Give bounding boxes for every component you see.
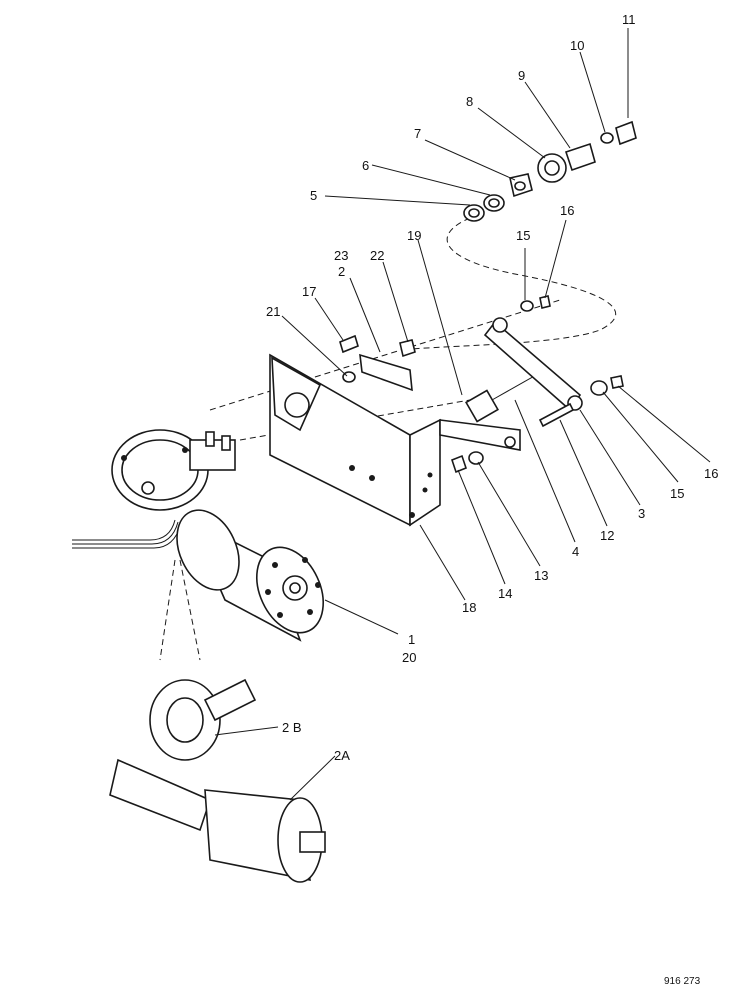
gearbox-housing (111, 429, 236, 511)
callout-6: 6 (362, 158, 369, 173)
callout-17: 17 (302, 284, 316, 299)
callout-4: 4 (572, 544, 579, 559)
leader-lines (214, 28, 711, 801)
callout-13: 13 (534, 568, 548, 583)
callout-7: 7 (414, 126, 421, 141)
callout-18: 18 (462, 600, 476, 615)
callout-labels: 11 10 9 8 7 6 5 16 19 15 23 22 2 17 21 1… (266, 12, 718, 763)
callout-10: 10 (570, 38, 584, 53)
callout-21: 21 (266, 304, 280, 319)
mounting-bracket (269, 353, 441, 527)
callout-14: 14 (498, 586, 512, 601)
callout-9: 9 (518, 68, 525, 83)
callout-5: 5 (310, 188, 317, 203)
reference-number: 916 273 (664, 976, 701, 987)
callout-2: 2 (338, 264, 345, 279)
callout-11: 11 (622, 12, 636, 27)
callout-2b: 2 B (282, 720, 302, 735)
callout-8: 8 (466, 94, 473, 109)
callout-3: 3 (638, 506, 645, 521)
callout-20: 20 (402, 650, 416, 665)
callout-16-right: 16 (704, 466, 718, 481)
callout-1: 1 (408, 632, 415, 647)
callout-16-top: 16 (560, 203, 574, 218)
callout-22: 22 (370, 248, 384, 263)
armature-2a (109, 758, 326, 883)
callout-23: 23 (334, 248, 348, 263)
callout-15-top: 15 (516, 228, 530, 243)
callout-15-right: 15 (670, 486, 684, 501)
callout-19: 19 (407, 228, 421, 243)
nut-washer-stack (463, 120, 637, 222)
motor-body (176, 509, 324, 642)
callout-2a: 2A (334, 748, 350, 763)
gear-2b (149, 678, 257, 761)
callout-12: 12 (600, 528, 614, 543)
motor-wires (72, 519, 182, 549)
spindle-shaft (439, 369, 546, 451)
small-fasteners (339, 295, 624, 474)
